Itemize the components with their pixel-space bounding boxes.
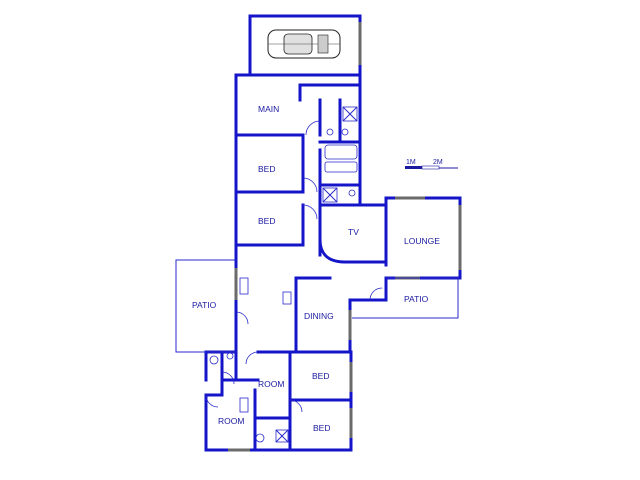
scale-label-1m: 1M [406, 159, 416, 166]
room-label-bed-1: BED [258, 164, 275, 174]
door-swings [205, 120, 383, 413]
room-label-room-mid: ROOM [258, 379, 284, 389]
room-label-dining: DINING [304, 311, 334, 321]
room-label-bed-3: BED [312, 371, 329, 381]
carport [248, 14, 362, 77]
lower-fixtures [209, 277, 292, 443]
scale-bar: 1M 2M [405, 159, 458, 170]
room-label-patio-right: PATIO [404, 294, 429, 304]
bedroom-wing-walls [234, 83, 362, 257]
room-label-bed-4: BED [313, 423, 330, 433]
room-label-tv: TV [348, 227, 359, 237]
patio-right-outline [352, 277, 459, 319]
scale-label-2m: 2M [433, 159, 443, 166]
room-label-lounge: LOUNGE [404, 236, 440, 246]
patio-left-outline [175, 259, 236, 353]
room-label-main: MAIN [258, 104, 279, 114]
room-label-bed-2: BED [258, 216, 275, 226]
room-label-room-left: ROOM [218, 416, 244, 426]
car-icon [267, 29, 341, 59]
bathroom-core [318, 98, 362, 203]
room-label-patio-left: PATIO [192, 300, 217, 310]
dining-walls [204, 268, 353, 452]
